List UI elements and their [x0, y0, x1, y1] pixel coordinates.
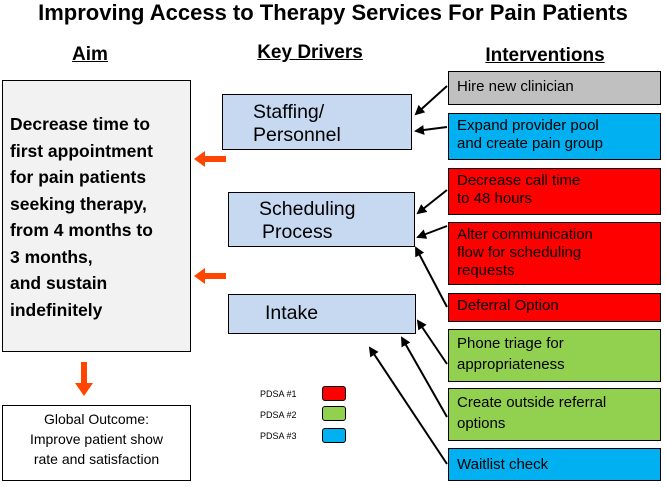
arrow-left-icon — [194, 151, 226, 167]
arrow-referral-to-intake — [401, 336, 448, 418]
arrow-hire-to-staffing — [414, 85, 448, 116]
driver-scheduling: Scheduling Process — [228, 192, 415, 247]
intervention-line: Alter communication — [457, 226, 593, 243]
intervention-outside-referral: Create outside referral options — [448, 388, 661, 441]
aim-line: and sustain — [10, 273, 108, 293]
intervention-phone-triage: Phone triage for appropriateness — [448, 329, 661, 382]
arrow-waitlist-to-intake — [368, 346, 448, 465]
interventions-header: Interventions — [485, 45, 605, 66]
intervention-line: and create pain group — [457, 135, 603, 152]
driver-line: Intake — [265, 302, 319, 324]
page-title: Improving Access to Therapy Services For… — [38, 0, 628, 25]
intervention-line: to 48 hours — [457, 190, 533, 207]
aim-line: indefinitely — [10, 299, 103, 320]
aim-line: from 4 months to — [10, 220, 153, 240]
intervention-deferral-option: Deferral Option — [448, 293, 661, 322]
aim-line: seeking therapy, — [10, 193, 147, 214]
intervention-expand-provider-pool: Expand provider pool and create pain gro… — [448, 113, 661, 160]
legend-label-pdsa3: PDSA #3 — [260, 431, 297, 441]
arrow-alter-to-scheduling — [416, 225, 448, 239]
global-outcome-box: Global Outcome: Improve patient show rat… — [2, 405, 191, 481]
aim-line: 3 months, — [10, 246, 93, 267]
arrow-left-icon — [194, 268, 226, 284]
aim-line: Decrease time to — [10, 114, 151, 134]
intervention-decrease-call-time: Decrease call time to 48 hours — [448, 168, 661, 215]
aim-line: for pain patients — [10, 167, 147, 187]
driver-staffing: Staffing/ Personnel — [222, 94, 412, 150]
arrow-call-to-scheduling — [416, 189, 448, 215]
aim-box: Decrease time to first appointment for p… — [2, 80, 191, 352]
intervention-line: Deferral Option — [457, 297, 559, 314]
legend-swatch-pdsa2 — [322, 406, 346, 421]
key-drivers-header: Key Drivers — [257, 42, 363, 63]
intervention-line: Phone triage for — [457, 335, 564, 352]
orange-arrows — [75, 151, 226, 396]
driver-intake: Intake — [228, 294, 416, 334]
driver-line: Staffing/ — [253, 101, 325, 123]
intervention-line: flow for scheduling — [457, 244, 582, 261]
intervention-line: appropriateness — [457, 356, 565, 373]
intervention-line: Create outside referral — [457, 394, 607, 411]
intervention-line: Expand provider pool — [457, 117, 599, 134]
arrow-deferral-to-scheduling — [415, 246, 448, 308]
arrow-triage-to-intake — [416, 319, 448, 365]
outcome-line: Improve patient show — [29, 431, 164, 447]
driver-line: Personnel — [253, 124, 341, 146]
driver-line: Scheduling — [259, 198, 356, 220]
intervention-line: Hire new clinician — [457, 78, 574, 95]
arrow-down-icon — [75, 362, 93, 396]
aim-line: first appointment — [10, 140, 153, 161]
arrow-expand-to-staffing — [414, 125, 448, 135]
legend-swatch-pdsa3 — [322, 428, 346, 443]
intervention-alter-communication: Alter communication flow for scheduling … — [448, 222, 661, 285]
intervention-line: options — [457, 415, 506, 432]
intervention-waitlist-check: Waitlist check — [448, 448, 661, 481]
intervention-line: Waitlist check — [457, 456, 549, 473]
intervention-line: Decrease call time — [457, 172, 581, 189]
aim-header: Aim — [72, 44, 108, 65]
outcome-line: Global Outcome: — [43, 411, 150, 427]
intervention-hire-clinician: Hire new clinician — [448, 71, 661, 105]
legend-label-pdsa2: PDSA #2 — [260, 410, 297, 420]
legend-swatch-pdsa1 — [322, 386, 346, 401]
intervention-line: requests — [457, 262, 515, 279]
driver-line: Process — [262, 221, 333, 243]
legend-label-pdsa1: PDSA #1 — [260, 389, 297, 399]
outcome-line: rate and satisfaction — [33, 451, 160, 467]
